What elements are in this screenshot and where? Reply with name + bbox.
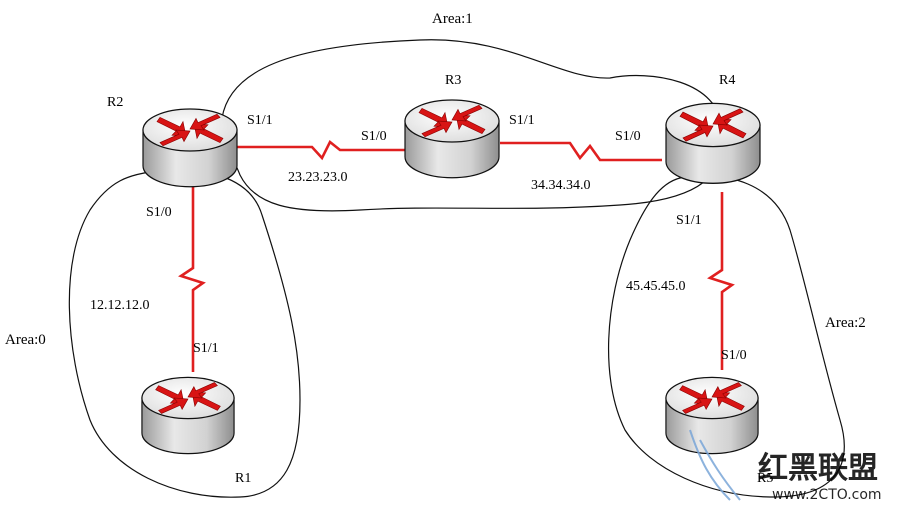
router-r4-label: R4 xyxy=(719,73,735,88)
router-r3-label: R3 xyxy=(445,73,461,88)
r4-s1-0-label: S1/0 xyxy=(615,129,641,144)
link-r4-r5 xyxy=(707,192,735,370)
r3-s1-0-label: S1/0 xyxy=(361,129,387,144)
area2-boundary xyxy=(607,175,845,498)
area1-label: Area:1 xyxy=(432,11,473,27)
r2-s1-0-label: S1/0 xyxy=(146,205,172,220)
router-r5-label: R5 xyxy=(757,471,773,486)
r1-s1-1-label: S1/1 xyxy=(193,341,219,356)
r5-s1-0-label: S1/0 xyxy=(721,348,747,363)
network-45-label: 45.45.45.0 xyxy=(626,279,686,294)
router-r2 xyxy=(142,108,238,188)
router-r3 xyxy=(404,99,500,179)
r4-s1-1-label: S1/1 xyxy=(676,213,702,228)
network-34-label: 34.34.34.0 xyxy=(531,178,591,193)
watermark-swirl-icon xyxy=(689,429,741,501)
router-r1-label: R1 xyxy=(235,471,251,486)
r3-s1-1-label: S1/1 xyxy=(509,113,535,128)
link-r3-r4 xyxy=(500,141,662,162)
area0-boundary xyxy=(68,169,301,498)
network-12-label: 12.12.12.0 xyxy=(90,298,150,313)
router-r1 xyxy=(141,376,235,455)
area2-label: Area:2 xyxy=(825,315,866,331)
watermark: 红黑联盟 www.2CTO.com xyxy=(689,429,882,503)
router-r5 xyxy=(665,376,759,455)
network-23-label: 23.23.23.0 xyxy=(288,170,348,185)
link-r2-r1 xyxy=(178,185,206,372)
r2-s1-1-label: S1/1 xyxy=(247,113,273,128)
router-r2-label: R2 xyxy=(107,95,123,110)
watermark-brand: 红黑联盟 xyxy=(758,451,878,486)
link-r2-r3 xyxy=(232,139,405,161)
area0-label: Area:0 xyxy=(5,332,46,348)
watermark-url: www.2CTO.com xyxy=(772,487,882,503)
router-r4 xyxy=(665,102,761,184)
